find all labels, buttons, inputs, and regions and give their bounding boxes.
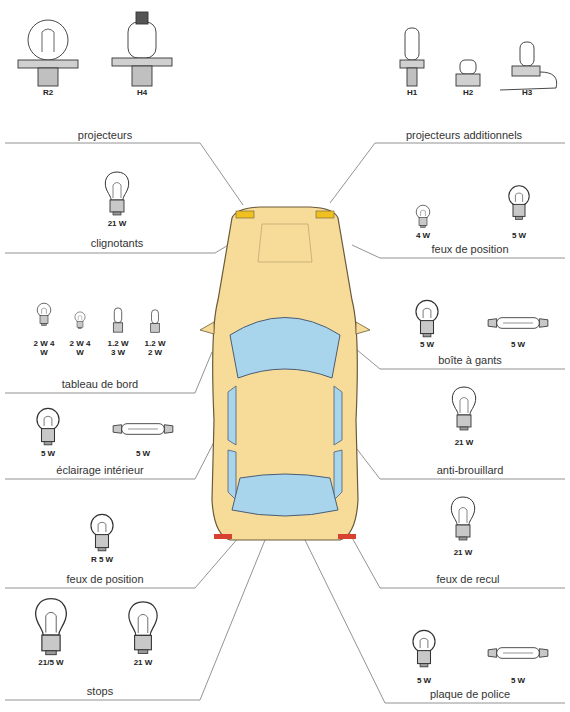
wattage-label: 1.2 W 2 W: [142, 340, 168, 358]
wattage-label: 5 W: [511, 341, 525, 350]
bulb-code: H2: [463, 89, 473, 98]
wattage-label: 2 W 4 W: [67, 340, 93, 358]
leader-lines: [5, 143, 565, 703]
category-label: projecteurs additionnels: [406, 129, 522, 141]
category-label: boîte à gants: [438, 354, 502, 366]
headlamp-bulbs: [18, 12, 557, 90]
bulb-code: H1: [407, 89, 417, 98]
wattage-label: 5 W: [512, 232, 526, 241]
car-top-view: [200, 207, 370, 540]
category-label: stops: [87, 685, 113, 697]
category-label: feux de position: [431, 243, 508, 255]
wattage-label: 4 W: [416, 232, 430, 241]
wattage-label: 5 W: [41, 450, 55, 459]
category-label: tableau de bord: [62, 378, 138, 390]
category-label: clignotants: [91, 237, 144, 249]
bulb-code: R2: [43, 89, 53, 98]
wattage-label: R 5 W: [91, 556, 113, 565]
category-label: feux de position: [66, 573, 143, 585]
small-bulbs: [36, 172, 548, 667]
category-label: plaque de police: [430, 688, 510, 700]
wattage-label: 5 W: [511, 677, 525, 686]
category-label: projecteurs: [78, 129, 132, 141]
wattage-label: 21/5 W: [38, 659, 63, 668]
wattage-label: 5 W: [420, 341, 434, 350]
bulb-code: H4: [137, 89, 147, 98]
wattage-label: 21 W: [134, 659, 153, 668]
wattage-label: 21 W: [455, 439, 474, 448]
category-label: anti-brouillard: [437, 464, 504, 476]
bulb-code: H3: [522, 89, 532, 98]
category-label: éclairage intérieur: [56, 464, 143, 476]
category-label: feux de recul: [437, 573, 500, 585]
wattage-label: 5 W: [136, 450, 150, 459]
wattage-label: 21 W: [108, 220, 127, 229]
wattage-label: 21 W: [454, 549, 473, 558]
wattage-label: 5 W: [417, 677, 431, 686]
wattage-label: 2 W 4 W: [31, 340, 57, 358]
wattage-label: 1.2 W 3 W: [105, 340, 131, 358]
